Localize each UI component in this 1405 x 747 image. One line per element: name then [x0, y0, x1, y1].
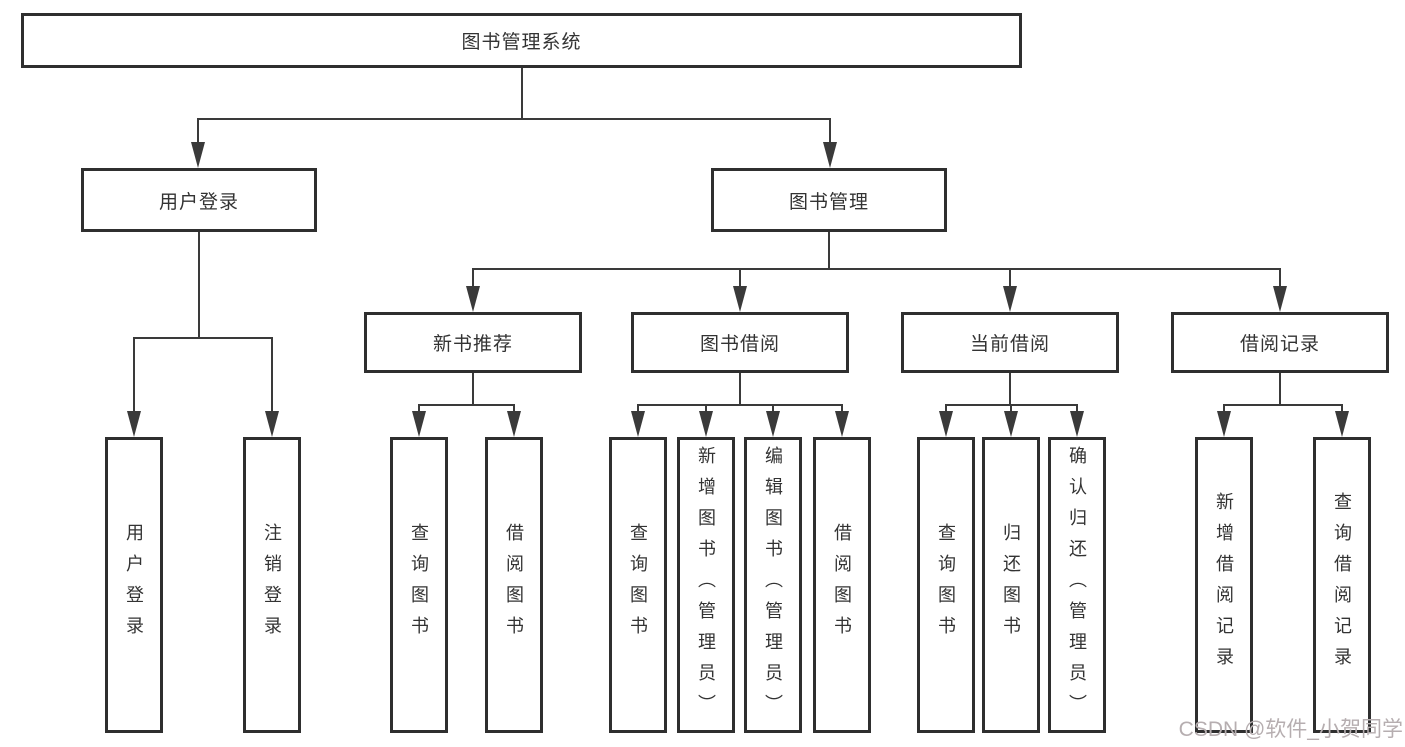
arrow-down-icon [507, 411, 521, 437]
arrow-down-icon [1004, 411, 1018, 437]
arrow-down-icon [733, 286, 747, 312]
node-user-login: 用户登录 [81, 168, 317, 232]
arrow-down-icon [766, 411, 780, 437]
arrow-down-icon [1335, 411, 1349, 437]
node-current-borrowing: 当前借阅 [901, 312, 1119, 373]
connector-line [1076, 404, 1078, 413]
arrow-down-icon [835, 411, 849, 437]
leaf-confirm-return-admin: 确认归还（管理员） [1048, 437, 1106, 733]
node-book-borrowing: 图书借阅 [631, 312, 849, 373]
node-book-management-label: 图书管理 [788, 191, 869, 213]
leaf-confirm-return-admin-label: 确认归还（管理员） [1067, 445, 1087, 725]
connector-line [1009, 373, 1011, 404]
leaf-add-books-admin: 新增图书（管理员） [677, 437, 735, 733]
connector-line [198, 232, 200, 337]
connector-line [133, 337, 273, 339]
leaf-return-books: 归还图书 [982, 437, 1040, 733]
node-borrow-records-label: 借阅记录 [1239, 334, 1320, 355]
connector-line [1009, 268, 1011, 288]
node-book-management: 图书管理 [711, 168, 947, 232]
connector-line [828, 232, 830, 268]
node-root-label: 图书管理系统 [461, 32, 582, 53]
connector-line [1341, 404, 1343, 413]
arrow-down-icon [699, 411, 713, 437]
arrow-down-icon [939, 411, 953, 437]
leaf-logout-label: 注销登录 [262, 523, 282, 647]
csdn-watermark: CSDN @软件_小贺同学 [1178, 718, 1403, 741]
leaf-add-borrow-record-label: 新增借阅记录 [1214, 492, 1234, 678]
leaf-borrow-books-2-label: 借阅图书 [832, 523, 852, 647]
leaf-borrow-books-1-label: 借阅图书 [504, 523, 524, 647]
connector-line [772, 404, 774, 413]
connector-line [513, 404, 515, 413]
connector-line [271, 337, 273, 413]
arrow-down-icon [127, 411, 141, 437]
connector-line [637, 404, 639, 413]
connector-line [945, 404, 947, 413]
connector-line [1223, 404, 1343, 406]
connector-line [472, 373, 474, 404]
leaf-borrow-books-2: 借阅图书 [813, 437, 871, 733]
leaf-borrow-books-1: 借阅图书 [485, 437, 543, 733]
connector-line [705, 404, 707, 413]
connector-line [1223, 404, 1225, 413]
node-current-borrowing-label: 当前借阅 [969, 334, 1050, 355]
leaf-query-borrow-record: 查询借阅记录 [1313, 437, 1371, 733]
connector-line [1279, 268, 1281, 288]
leaf-query-books-3-label: 查询图书 [936, 523, 956, 647]
leaf-edit-books-admin: 编辑图书（管理员） [744, 437, 802, 733]
leaf-user-login-label: 用户登录 [124, 523, 144, 647]
node-user-login-label: 用户登录 [158, 191, 239, 213]
arrow-down-icon [823, 142, 837, 168]
leaf-edit-books-admin-label: 编辑图书（管理员） [763, 445, 783, 725]
arrow-down-icon [466, 286, 480, 312]
arrow-down-icon [1217, 411, 1231, 437]
node-borrow-records: 借阅记录 [1171, 312, 1389, 373]
connector-line [1279, 373, 1281, 404]
leaf-return-books-label: 归还图书 [1001, 523, 1021, 647]
node-new-book-recommend-label: 新书推荐 [432, 334, 513, 355]
node-new-book-recommend: 新书推荐 [364, 312, 582, 373]
connector-line [472, 268, 1280, 270]
leaf-user-login: 用户登录 [105, 437, 163, 733]
node-book-borrowing-label: 图书借阅 [699, 334, 780, 355]
leaf-query-books-1: 查询图书 [390, 437, 448, 733]
connector-line [841, 404, 843, 413]
leaf-query-books-1-label: 查询图书 [409, 523, 429, 647]
connector-line [197, 118, 831, 120]
leaf-query-books-3: 查询图书 [917, 437, 975, 733]
leaf-query-books-2: 查询图书 [609, 437, 667, 733]
arrow-down-icon [412, 411, 426, 437]
connector-line [418, 404, 420, 413]
connector-line [1010, 404, 1012, 413]
arrow-down-icon [1273, 286, 1287, 312]
leaf-add-books-admin-label: 新增图书（管理员） [696, 445, 716, 725]
arrow-down-icon [631, 411, 645, 437]
arrow-down-icon [1003, 286, 1017, 312]
leaf-logout: 注销登录 [243, 437, 301, 733]
leaf-query-books-2-label: 查询图书 [628, 523, 648, 647]
connector-line [472, 268, 474, 288]
arrow-down-icon [1070, 411, 1084, 437]
connector-line [739, 373, 741, 404]
connector-line [521, 68, 523, 118]
connector-line [197, 118, 199, 144]
connector-line [739, 268, 741, 288]
connector-line [133, 337, 135, 413]
node-root: 图书管理系统 [21, 13, 1022, 68]
connector-line [418, 404, 514, 406]
leaf-add-borrow-record: 新增借阅记录 [1195, 437, 1253, 733]
arrow-down-icon [265, 411, 279, 437]
connector-line [637, 404, 842, 406]
leaf-query-borrow-record-label: 查询借阅记录 [1332, 492, 1352, 678]
connector-line [829, 118, 831, 144]
arrow-down-icon [191, 142, 205, 168]
